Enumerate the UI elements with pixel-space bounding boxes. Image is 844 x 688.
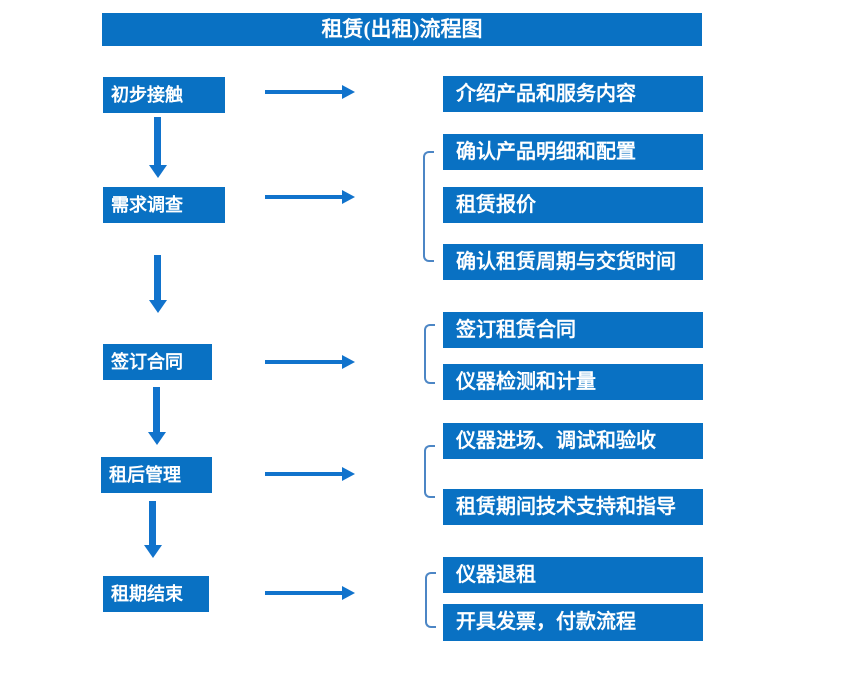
- group-bracket: [423, 151, 434, 262]
- arrow-head: [342, 190, 355, 204]
- arrow-down-icon: [149, 255, 167, 313]
- group-bracket: [425, 572, 436, 628]
- arrow-head: [342, 467, 355, 481]
- arrow-head: [342, 85, 355, 99]
- flowchart-title-text: 租赁(出租)流程图: [321, 17, 483, 41]
- arrow-right-icon: [265, 190, 355, 204]
- arrow-right-icon: [265, 586, 355, 600]
- arrow-shaft: [149, 501, 156, 546]
- arrow-shaft: [265, 591, 344, 595]
- arrow-head: [144, 545, 162, 558]
- arrow-shaft: [265, 90, 344, 94]
- output-box: 确认租赁周期与交货时间: [443, 244, 703, 280]
- step-box-rental-end: 租期结束: [103, 576, 209, 612]
- arrow-right-icon: [265, 467, 355, 481]
- step-box-sign-contract: 签订合同: [103, 344, 212, 380]
- arrow-head: [149, 165, 167, 178]
- output-box: 仪器检测和计量: [443, 364, 703, 400]
- arrow-right-icon: [265, 85, 355, 99]
- output-box: 租赁报价: [443, 187, 703, 223]
- output-box: 开具发票，付款流程: [443, 604, 703, 641]
- flowchart-title: 租赁(出租)流程图: [102, 13, 702, 46]
- output-box: 租赁期间技术支持和指导: [443, 489, 703, 525]
- arrow-shaft: [265, 472, 344, 476]
- arrow-head: [342, 355, 355, 369]
- arrow-down-icon: [149, 117, 167, 178]
- arrow-shaft: [265, 360, 344, 364]
- output-box: 仪器进场、调试和验收: [443, 423, 703, 459]
- output-box: 仪器退租: [443, 557, 703, 593]
- output-box: 签订租赁合同: [443, 312, 703, 348]
- group-bracket: [424, 445, 435, 498]
- arrow-head: [342, 586, 355, 600]
- arrow-head: [149, 300, 167, 313]
- arrow-shaft: [154, 117, 161, 166]
- step-box-demand-survey: 需求调查: [103, 187, 225, 223]
- arrow-head: [148, 432, 166, 445]
- step-box-initial-contact: 初步接触: [103, 77, 225, 113]
- step-box-post-rental-management: 租后管理: [101, 457, 212, 493]
- arrow-shaft: [154, 255, 161, 301]
- output-box: 确认产品明细和配置: [443, 134, 703, 170]
- output-box: 介绍产品和服务内容: [443, 76, 703, 112]
- arrow-shaft: [153, 387, 160, 433]
- group-bracket: [424, 324, 435, 384]
- arrow-shaft: [265, 195, 344, 199]
- arrow-down-icon: [144, 501, 162, 558]
- arrow-right-icon: [265, 355, 355, 369]
- arrow-down-icon: [148, 387, 166, 445]
